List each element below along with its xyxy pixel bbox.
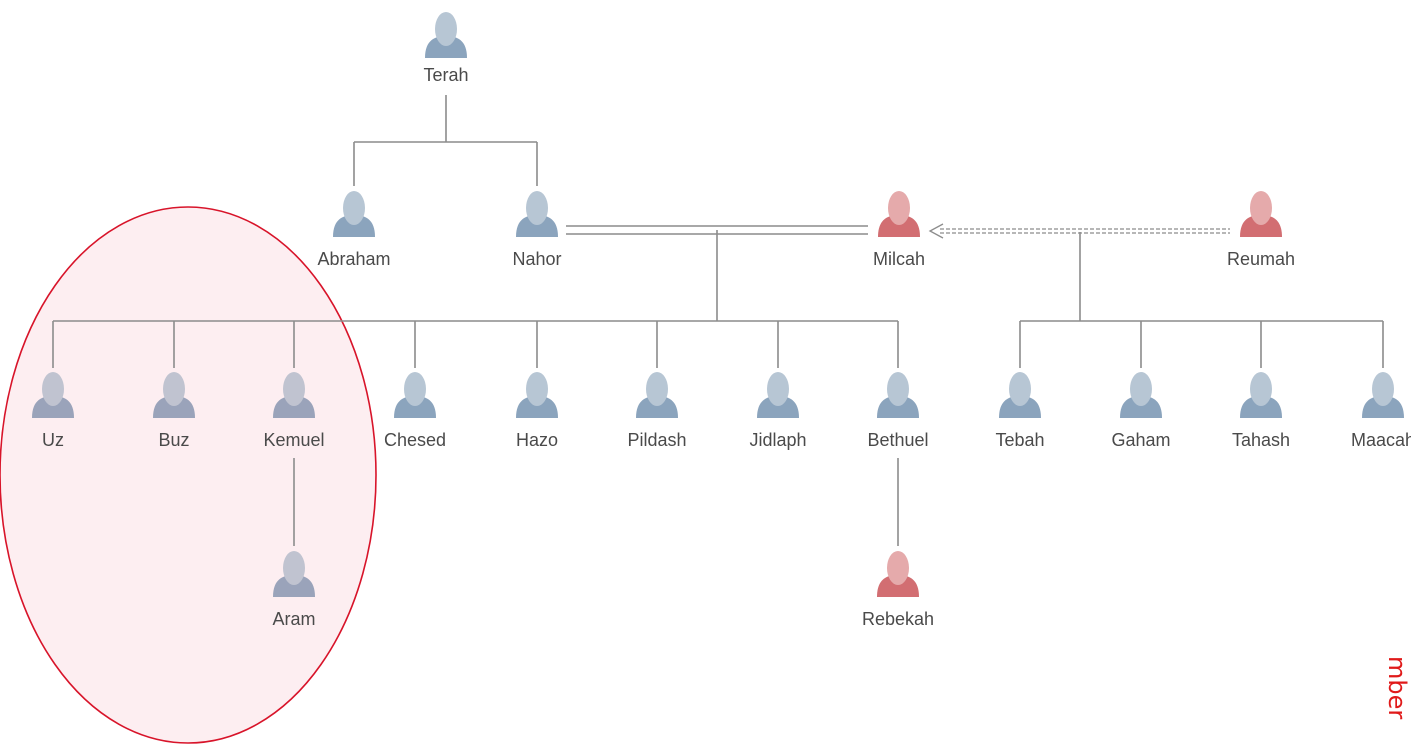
person-name: Rebekah xyxy=(862,609,934,629)
person-name: Buz xyxy=(158,430,189,450)
person-kemuel[interactable]: Kemuel xyxy=(263,372,325,450)
person-icon-head xyxy=(1250,372,1272,406)
person-name: Milcah xyxy=(873,249,925,269)
person-icon xyxy=(636,396,678,418)
person-icon-head xyxy=(887,551,909,585)
person-icon-head xyxy=(888,191,910,225)
person-name: Aram xyxy=(272,609,315,629)
person-name: Chesed xyxy=(384,430,446,450)
person-icon-head xyxy=(435,12,457,46)
person-name: Tahash xyxy=(1232,430,1290,450)
person-icon-head xyxy=(1009,372,1031,406)
person-milcah[interactable]: Milcah xyxy=(873,191,925,269)
person-icon xyxy=(999,396,1041,418)
person-terah[interactable]: Terah xyxy=(423,12,469,85)
person-name: Bethuel xyxy=(867,430,928,450)
person-nahor[interactable]: Nahor xyxy=(512,191,562,269)
person-bethuel[interactable]: Bethuel xyxy=(867,372,929,450)
person-icon xyxy=(273,396,315,418)
person-icon xyxy=(877,396,919,418)
person-icon xyxy=(273,575,315,597)
person-name: Reumah xyxy=(1227,249,1295,269)
person-icon xyxy=(1240,215,1282,237)
highlight-ellipse xyxy=(0,206,377,744)
person-icon-head xyxy=(163,372,185,406)
person-abraham[interactable]: Abraham xyxy=(317,191,391,269)
person-name: Terah xyxy=(423,65,468,85)
person-icon xyxy=(32,396,74,418)
person-icon xyxy=(333,215,375,237)
person-icon xyxy=(394,396,436,418)
person-name: Abraham xyxy=(317,249,390,269)
person-icon xyxy=(878,215,920,237)
person-gaham[interactable]: Gaham xyxy=(1111,372,1171,450)
person-icon-head xyxy=(1250,191,1272,225)
person-name: Nahor xyxy=(512,249,561,269)
person-pildash[interactable]: Pildash xyxy=(627,372,687,450)
person-name: Jidlaph xyxy=(749,430,806,450)
person-name: Kemuel xyxy=(263,430,324,450)
person-aram[interactable]: Aram xyxy=(272,551,316,629)
person-icon-head xyxy=(1130,372,1152,406)
person-tahash[interactable]: Tahash xyxy=(1232,372,1290,450)
person-chesed[interactable]: Chesed xyxy=(384,372,446,450)
person-icon xyxy=(1240,396,1282,418)
person-name: Hazo xyxy=(516,430,558,450)
person-tebah[interactable]: Tebah xyxy=(995,372,1045,450)
person-icon-head xyxy=(343,191,365,225)
person-rebekah[interactable]: Rebekah xyxy=(862,551,934,629)
person-icon-head xyxy=(283,372,305,406)
person-icon-head xyxy=(767,372,789,406)
person-name: Uz xyxy=(42,430,64,450)
person-icon-head xyxy=(42,372,64,406)
reumah-children-connector xyxy=(1019,232,1384,368)
person-icon-head xyxy=(404,372,426,406)
person-hazo[interactable]: Hazo xyxy=(516,372,558,450)
connector-lines xyxy=(52,95,1384,546)
person-name: Tebah xyxy=(995,430,1044,450)
reumah-milcah-arrow xyxy=(928,223,1230,239)
person-icon-head xyxy=(1372,372,1394,406)
person-icon-head xyxy=(283,551,305,585)
person-icon xyxy=(153,396,195,418)
person-icon xyxy=(425,36,467,58)
person-icon-head xyxy=(526,372,548,406)
person-icon-head xyxy=(887,372,909,406)
person-icon xyxy=(516,396,558,418)
person-icon-head xyxy=(526,191,548,225)
person-icon xyxy=(757,396,799,418)
nahor-children-connector xyxy=(52,230,899,368)
terah-children-connector xyxy=(353,95,538,186)
person-maacah[interactable]: Maacah xyxy=(1351,372,1411,450)
person-buz[interactable]: Buz xyxy=(153,372,195,450)
side-text: mber xyxy=(1383,656,1411,720)
person-reumah[interactable]: Reumah xyxy=(1227,191,1295,269)
person-jidlaph[interactable]: Jidlaph xyxy=(749,372,807,450)
person-icon xyxy=(516,215,558,237)
person-name: Pildash xyxy=(627,430,686,450)
person-name: Gaham xyxy=(1111,430,1170,450)
person-icon xyxy=(1120,396,1162,418)
person-icon xyxy=(877,575,919,597)
person-icon xyxy=(1362,396,1404,418)
person-uz[interactable]: Uz xyxy=(32,372,74,450)
person-icon-head xyxy=(646,372,668,406)
person-name: Maacah xyxy=(1351,430,1411,450)
